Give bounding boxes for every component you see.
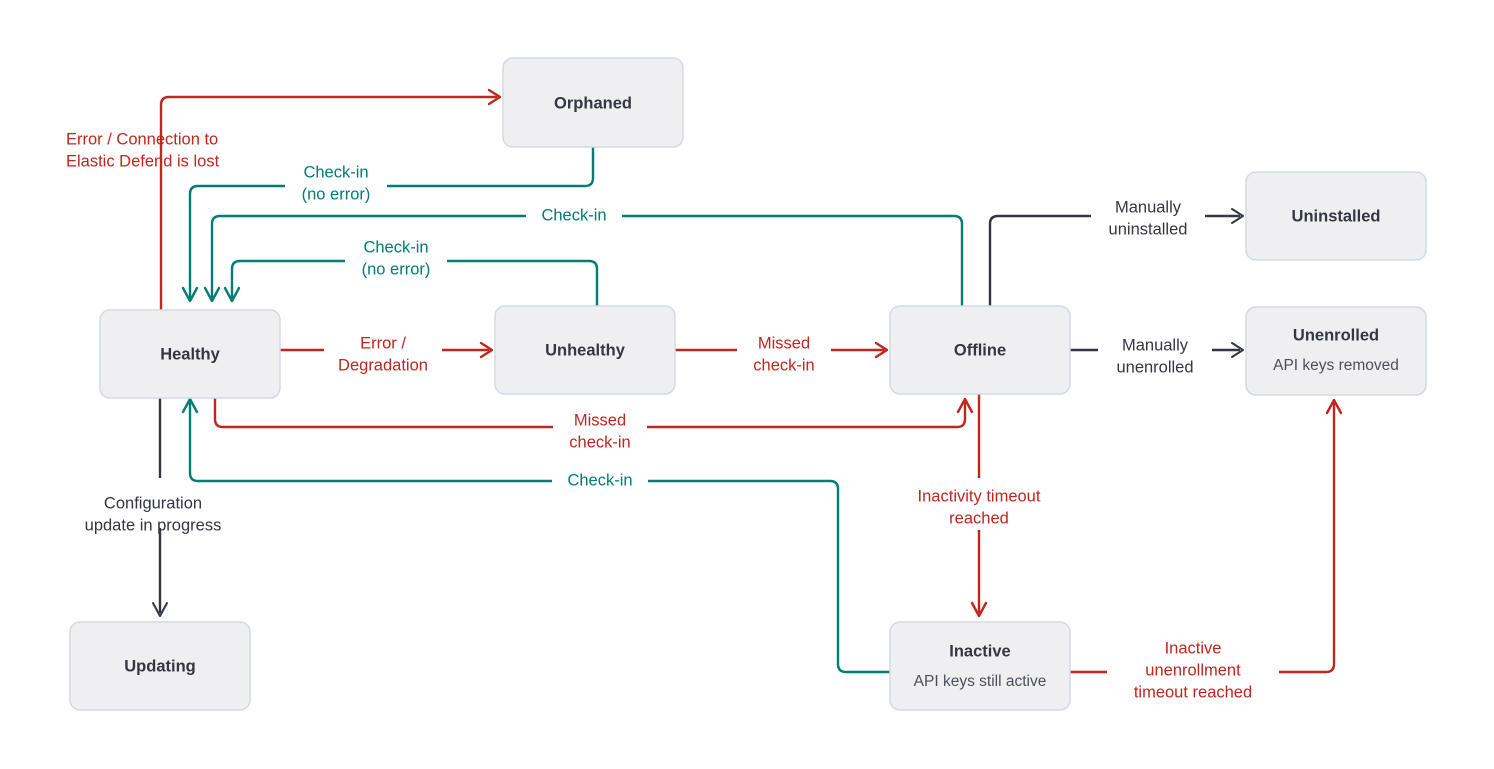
node-offline[interactable]: Offline [889, 305, 1071, 395]
edge-label-line: reached [949, 509, 1009, 527]
edge-label-line: Missed [574, 411, 626, 429]
node-uninstalled-box[interactable] [1245, 171, 1427, 261]
node-updating-title: Updating [124, 657, 196, 675]
label-backdrop [1098, 339, 1212, 361]
node-orphaned-title: Orphaned [554, 94, 632, 112]
edge-label-layer: Error / Connection to Elastic Defend is … [66, 130, 1279, 701]
edge-label-line: unenrolled [1116, 358, 1193, 376]
label-backdrop [552, 470, 648, 492]
node-unhealthy-title: Unhealthy [545, 341, 626, 359]
edge-inactive-to-unenrolled [1070, 398, 1343, 674]
edge-label-line: Manually [1122, 336, 1189, 354]
edge-label-offline-to-healthy: Check-in [526, 205, 622, 227]
label-backdrop [285, 175, 387, 197]
label-backdrop [1107, 660, 1279, 684]
label-backdrop [737, 339, 831, 361]
edge-label-unhealthy-to-healthy: Check-in (no error) [345, 238, 447, 278]
node-inactive-box[interactable] [889, 621, 1071, 711]
node-layer: Orphaned Healthy Unhealthy Offline Unins… [69, 57, 1427, 711]
node-uninstalled[interactable]: Uninstalled [1245, 171, 1427, 261]
node-healthy[interactable]: Healthy [99, 309, 281, 399]
node-orphaned[interactable]: Orphaned [502, 57, 684, 148]
node-updating-box[interactable] [69, 621, 251, 711]
edge-label-line: Check-in [363, 238, 428, 256]
edge-offline-to-uninstalled [988, 208, 1244, 306]
edge-label-inactive-to-healthy: Check-in [552, 470, 648, 492]
edge-label-line: Inactive [1165, 639, 1222, 657]
edge-label-offline-to-inactive: Inactivity timeout reached [918, 487, 1041, 527]
edge-label-line: Elastic Defend is lost [66, 152, 220, 170]
edge-label-line: timeout reached [1134, 683, 1252, 701]
edge-label-line: Error / Connection to [66, 130, 218, 148]
edge-inactive-to-healthy [181, 397, 890, 674]
node-unhealthy[interactable]: Unhealthy [494, 305, 676, 395]
edge-label-line: Error / [360, 334, 406, 352]
label-backdrop [526, 205, 622, 227]
node-unenrolled-subtitle: API keys removed [1273, 357, 1399, 374]
edge-label-line: Configuration [104, 494, 202, 512]
label-backdrop [345, 250, 447, 272]
edge-label-healthy-to-updating: Configuration update in progress [85, 494, 222, 534]
edge-label-healthy-to-unhealthy: Error / Degradation [324, 334, 442, 374]
node-unenrolled[interactable]: Unenrolled API keys removed [1245, 306, 1427, 396]
edge-label-line: Check-in [567, 471, 632, 489]
node-inactive-title: Inactive [949, 642, 1010, 660]
label-backdrop [1091, 205, 1205, 227]
edge-label-offline-to-unenrolled: Manually unenrolled [1098, 336, 1212, 376]
label-backdrop [324, 339, 442, 361]
edge-label-line: Missed [758, 334, 810, 352]
edge-label-line: Check-in [303, 163, 368, 181]
edge-label-healthy-to-offline: Missed check-in [553, 411, 647, 451]
edge-offline-to-inactive [970, 394, 988, 618]
edge-label-line: Check-in [541, 206, 606, 224]
edge-label-unhealthy-to-offline: Missed check-in [737, 334, 831, 374]
node-unenrolled-title: Unenrolled [1293, 326, 1379, 344]
edge-label-line: Inactivity timeout [918, 487, 1041, 505]
node-unenrolled-box[interactable] [1245, 306, 1427, 396]
label-backdrop [553, 416, 647, 438]
node-healthy-title: Healthy [160, 345, 220, 363]
edge-label-orphaned-to-healthy: Check-in (no error) [285, 163, 387, 203]
edge-label-line: Degradation [338, 356, 428, 374]
edge-label-line: Manually [1115, 198, 1182, 216]
edge-orphaned-to-healthy [181, 147, 595, 303]
node-unhealthy-box[interactable] [494, 305, 676, 395]
node-healthy-box[interactable] [99, 309, 281, 399]
edge-healthy-to-orphaned [159, 88, 502, 310]
node-offline-title: Offline [954, 341, 1006, 359]
edge-label-line: (no error) [302, 185, 371, 203]
edge-label-offline-to-uninstalled: Manually uninstalled [1091, 198, 1205, 238]
edge-label-line: check-in [569, 433, 630, 451]
edge-healthy-to-updating [152, 398, 168, 617]
edge-label-line: (no error) [362, 260, 431, 278]
edge-label-line: uninstalled [1109, 220, 1188, 238]
node-updating[interactable]: Updating [69, 621, 251, 711]
edge-label-line: unenrollment [1145, 661, 1241, 679]
node-inactive-subtitle: API keys still active [914, 673, 1047, 690]
edge-label-healthy-to-orphaned: Error / Connection to Elastic Defend is … [66, 130, 220, 170]
node-inactive[interactable]: Inactive API keys still active [889, 621, 1071, 711]
node-uninstalled-title: Uninstalled [1292, 207, 1381, 225]
edge-label-line: update in progress [85, 516, 222, 534]
edge-label-inactive-to-unenrolled: Inactive unenrollment timeout reached [1107, 639, 1279, 701]
node-offline-box[interactable] [889, 305, 1071, 395]
edge-label-line: check-in [753, 356, 814, 374]
node-orphaned-box[interactable] [502, 57, 684, 148]
